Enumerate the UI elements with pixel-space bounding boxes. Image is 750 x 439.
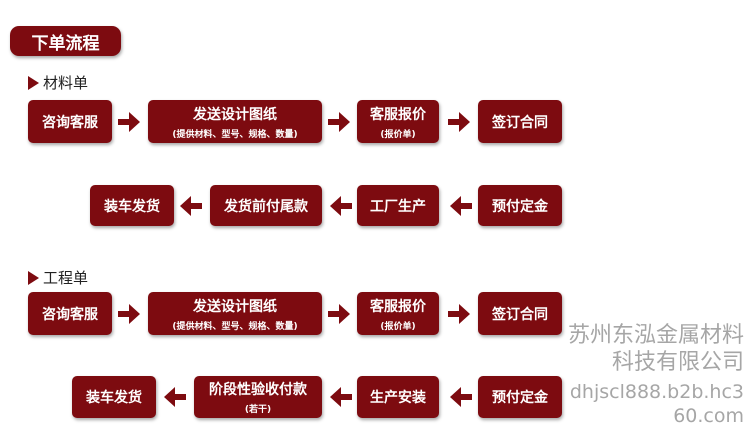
step-label: 装车发货 [86,390,142,406]
arrow-left-icon [180,196,202,216]
step-ship: 装车发货 [72,376,156,418]
step-send-drawings: 发送设计图纸 (提供材料、型号、规格、数量) [148,292,322,335]
arrow-left-icon [450,196,472,216]
step-label: 阶段性验收付款 [209,382,307,398]
step-sub: (报价单) [380,321,416,332]
step-label: 客服报价 [370,106,426,123]
arrow-right-icon [118,112,140,132]
step-label: 预付定金 [492,390,548,406]
step-sub: (提供材料、型号、规格、数量) [172,129,298,140]
step-label: 工厂生产 [370,198,426,215]
step-send-drawings: 发送设计图纸 (提供材料、型号、规格、数量) [148,100,322,143]
step-label: 签订合同 [492,306,548,323]
step-contract: 签订合同 [478,292,562,335]
step-label: 咨询客服 [42,114,98,131]
step-consult: 咨询客服 [28,292,112,335]
step-ship: 装车发货 [90,185,174,226]
watermark-url: dhjscl888.b2b.hc360.com [569,381,744,427]
step-label: 生产安装 [370,390,426,406]
section-label-text: 材料单 [43,74,89,92]
arrow-right-icon [328,304,350,324]
arrow-right-icon [118,304,140,324]
step-final-payment: 发货前付尾款 [210,185,322,226]
step-label: 咨询客服 [42,306,98,323]
step-quote: 客服报价 (报价单) [357,100,439,143]
step-consult: 咨询客服 [28,100,112,143]
arrow-left-icon [164,387,186,407]
triangle-icon [28,75,39,90]
step-sub: (提供材料、型号、规格、数量) [172,321,298,332]
section-label-text: 工程单 [43,269,89,287]
arrow-left-icon [330,196,352,216]
arrow-right-icon [448,304,470,324]
triangle-icon [28,270,39,285]
step-staged-payment: 阶段性验收付款 (若干) [194,376,322,418]
step-deposit: 预付定金 [478,185,562,226]
step-sub: (报价单) [380,129,416,140]
step-contract: 签订合同 [478,100,562,143]
step-label: 预付定金 [492,198,548,215]
arrow-right-icon [448,112,470,132]
step-label: 客服报价 [370,298,426,315]
step-label: 发货前付尾款 [224,198,308,215]
page-title: 下单流程 [10,26,121,56]
arrow-left-icon [450,387,472,407]
watermark-company: 苏州东泓金属材料科技有限公司 [568,323,745,375]
step-label: 签订合同 [492,114,548,131]
arrow-right-icon [328,112,350,132]
step-production: 工厂生产 [357,185,439,226]
step-deposit: 预付定金 [478,376,562,418]
step-label: 装车发货 [104,198,160,215]
step-sub: (若干) [244,405,272,415]
section-label-project: 工程单 [28,267,88,288]
step-quote: 客服报价 (报价单) [357,292,439,335]
section-label-material: 材料单 [28,72,88,93]
step-label: 发送设计图纸 [193,298,277,315]
arrow-left-icon [330,387,352,407]
step-label: 发送设计图纸 [193,106,277,123]
step-install: 生产安装 [357,376,439,418]
